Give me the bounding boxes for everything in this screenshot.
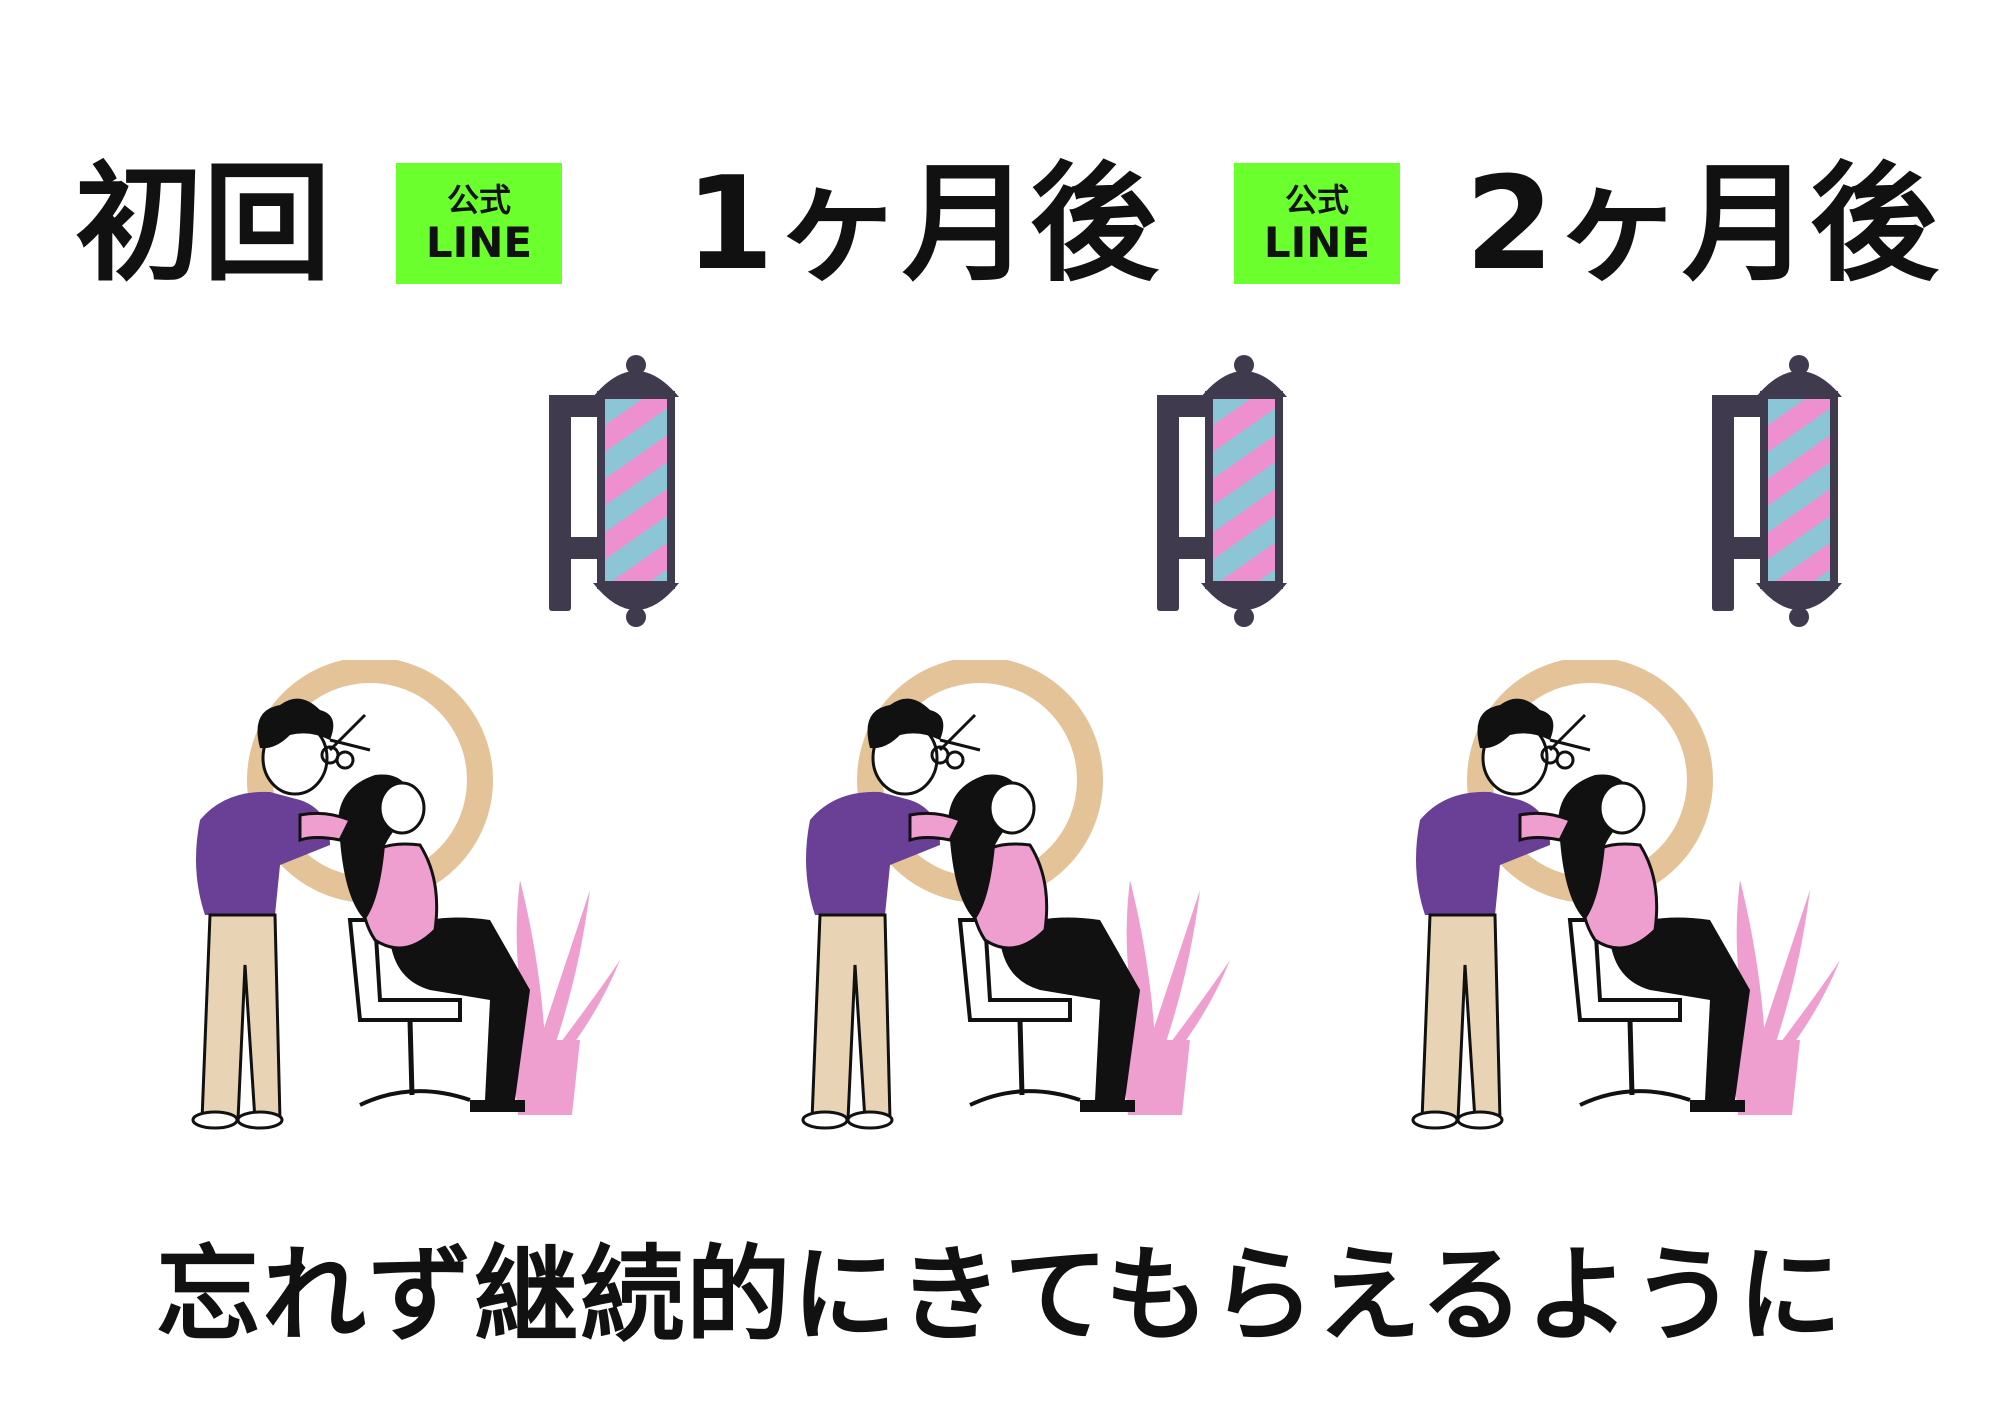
hair-salon-illustration [790,660,1270,1140]
badge-line2: LINE [425,217,533,267]
official-line-badge: 公式 LINE [396,163,562,284]
barber-pole-icon [549,355,684,635]
step-label-first-visit: 初回 [75,150,332,299]
hair-salon-illustration [1400,660,1880,1140]
hair-salon-illustration [180,660,660,1140]
badge-line1: 公式 [446,180,511,219]
barber-pole-icon [1157,355,1292,635]
barber-pole-icon [1712,355,1847,635]
step-label-two-months-later: 2ヶ月後 [1465,150,1939,299]
step-label-one-month-later: 1ヶ月後 [685,150,1159,299]
badge-line1: 公式 [1284,180,1349,219]
badge-line2: LINE [1263,217,1371,267]
footer-message: 忘れず継続的にきてもらえるように [156,1234,1844,1356]
official-line-badge: 公式 LINE [1234,163,1400,284]
